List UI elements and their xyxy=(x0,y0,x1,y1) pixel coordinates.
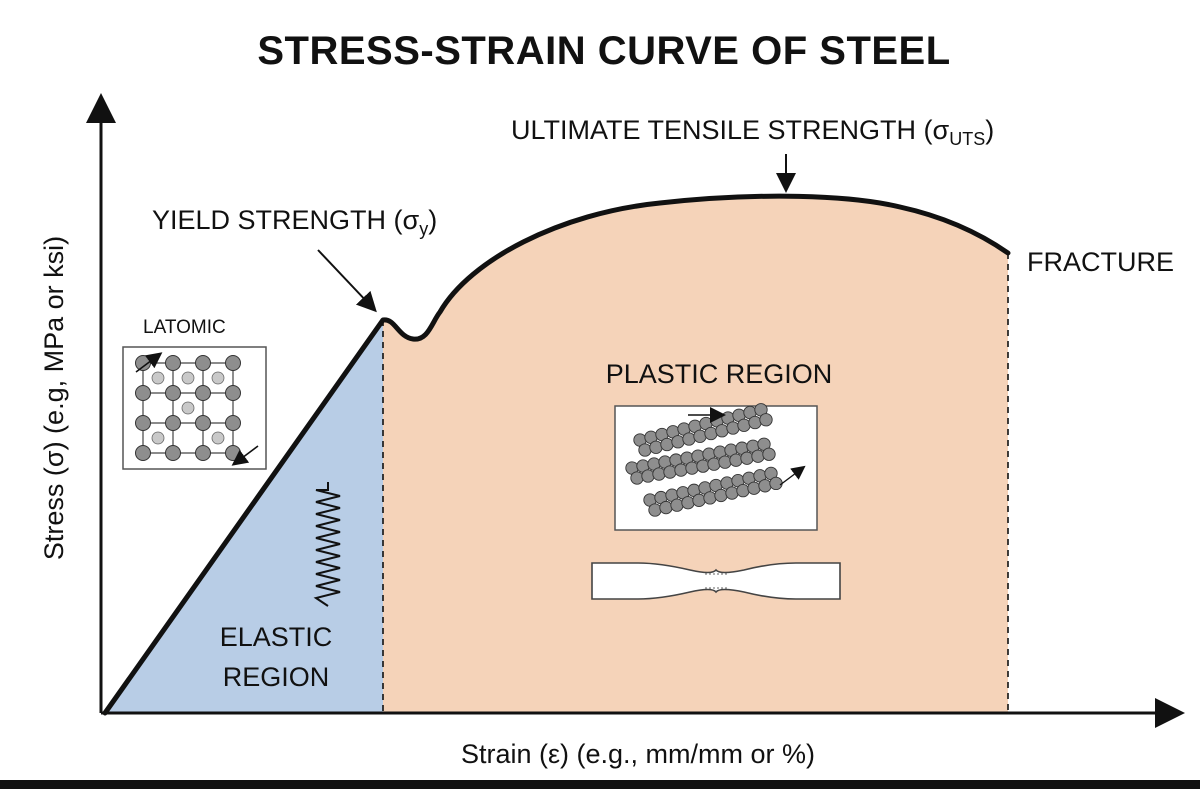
plastic-region-label: PLASTIC REGION xyxy=(606,359,833,389)
atomic-inset-label: LATOMIC xyxy=(143,317,226,338)
bottom-edge-bar xyxy=(0,780,1200,789)
x-axis-label: Strain (ε) (e.g., mm/mm or %) xyxy=(461,739,815,769)
uts-label: ULTIMATE TENSILE STRENGTH (σUTS) xyxy=(511,115,994,149)
y-axis-label: Stress (σ) (e.g, MPa or ksi) xyxy=(39,236,69,560)
atomic-lattice-icon xyxy=(122,346,267,470)
yield-arrow xyxy=(317,249,377,313)
slip-planes-icon xyxy=(614,403,818,531)
elastic-region-label-line2: REGION xyxy=(223,662,330,692)
fracture-label: FRACTURE xyxy=(1027,247,1174,277)
necking-specimen-icon xyxy=(591,562,841,600)
elastic-region-label-line1: ELASTIC xyxy=(220,622,333,652)
yield-strength-label: YIELD STRENGTH (σy) xyxy=(152,205,437,239)
diagram-title: STRESS-STRAIN CURVE OF STEEL xyxy=(257,29,950,73)
spring-icon xyxy=(313,482,341,607)
stress-strain-curve xyxy=(102,193,1011,716)
